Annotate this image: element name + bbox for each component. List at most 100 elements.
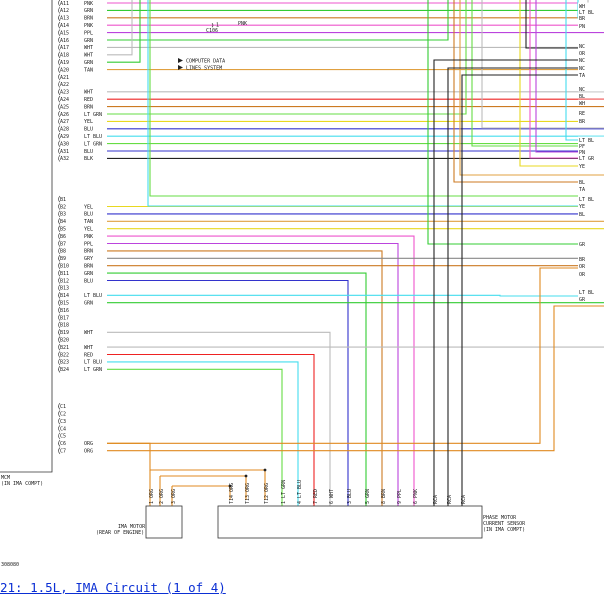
inline-connector — [211, 22, 214, 28]
right-wire-label: YE — [579, 164, 585, 170]
right-wire-label: PN — [579, 150, 585, 156]
wire-color-label: GRN — [84, 271, 93, 277]
right-wire-label: BL — [579, 180, 585, 186]
pin-label-a32: A32 — [60, 156, 69, 162]
pin-label-b23: B23 — [60, 360, 69, 366]
connector-bracket — [58, 232, 61, 240]
sensor-pin-label: 8 BRN — [381, 489, 387, 504]
connector-bracket — [58, 6, 61, 14]
pin-label-b3: B3 — [60, 212, 66, 218]
wire-b11 — [107, 272, 367, 508]
connector-bracket — [58, 240, 61, 247]
right-label-bg — [578, 270, 604, 277]
connector-bracket — [58, 358, 61, 366]
mcm-name: MCM — [1, 475, 10, 481]
wire-rca-1 — [433, 59, 604, 508]
right-label-bg — [578, 71, 604, 78]
wire-color-label: BLU — [84, 149, 93, 155]
pin-label-b14: B14 — [60, 293, 69, 299]
wire-color-label: RED — [84, 352, 93, 358]
wire-wht-right — [481, 0, 604, 129]
wire-color-label: PNK — [84, 1, 93, 7]
pin-label-a23: A23 — [60, 90, 69, 96]
right-label-bg — [578, 136, 604, 143]
wire-color-label: BRN — [84, 16, 93, 22]
wire-color-label: YEL — [84, 204, 93, 210]
wire-color-label: WHT — [84, 345, 93, 351]
pin-label-b9: B9 — [60, 256, 66, 262]
wire-color-label: BLU — [84, 127, 93, 133]
wire-color-label: GRY — [84, 256, 93, 262]
right-wire-label: LT BL — [579, 138, 594, 144]
connector-bracket — [58, 291, 61, 299]
ima-motor-box — [145, 505, 183, 539]
wire-color-label: TAN — [84, 67, 93, 73]
sensor-pin-label: 3 BLU — [347, 489, 353, 504]
wire-color-label: LT BLU — [84, 360, 102, 366]
right-label-bg — [578, 195, 604, 202]
pin-label-b8: B8 — [60, 249, 66, 255]
splice-pin: 1 — [216, 23, 219, 29]
right-label-bg — [578, 185, 604, 192]
connector-bracket — [58, 269, 61, 277]
pin-label-c1: C1 — [60, 404, 66, 410]
sensor-pin-label: RCA — [433, 495, 439, 504]
connector-bracket — [58, 410, 61, 418]
wire-b22 — [107, 353, 315, 508]
connector-bracket — [58, 110, 61, 118]
right-label-bg — [578, 240, 604, 247]
wire-color-label: GRN — [84, 38, 93, 44]
sensor-pin-label: 5 GRN — [365, 489, 371, 504]
pin-label-b4: B4 — [60, 219, 66, 225]
right-label-bg — [578, 202, 604, 209]
pin-label-a31: A31 — [60, 149, 69, 155]
connector-bracket — [58, 365, 61, 373]
pin-label-b5: B5 — [60, 227, 66, 233]
wire-b6 — [107, 235, 415, 508]
pin-label-b22: B22 — [60, 352, 69, 358]
right-label-bg — [578, 14, 604, 21]
connector-bracket — [58, 73, 61, 81]
wire-color-label: LT GRN — [84, 112, 102, 118]
right-label-bg — [578, 210, 604, 217]
pin-label-a19: A19 — [60, 60, 69, 66]
pin-label-c2: C2 — [60, 412, 66, 418]
wire-color-label: PNK — [84, 23, 93, 29]
connector-bracket — [58, 225, 61, 233]
pin-label-a28: A28 — [60, 127, 69, 133]
right-wire-label: WH — [579, 4, 585, 10]
connector-bracket — [58, 254, 61, 262]
wire-color-label: GRN — [84, 60, 93, 66]
connector-bracket — [58, 195, 61, 203]
pin-label-b17: B17 — [60, 315, 69, 321]
note-line2: LINES SYSTEM — [186, 66, 222, 72]
right-label-bg — [578, 99, 604, 106]
mcm-location: (IN IMA COMPT) — [1, 481, 43, 487]
right-label-bg — [578, 8, 604, 15]
wire-color-label: PPL — [84, 241, 93, 247]
pin-label-b6: B6 — [60, 234, 66, 240]
right-label-bg — [578, 92, 604, 99]
sensor-location: (IN IMA COMPT) — [483, 527, 525, 533]
diagram-caption-link[interactable]: 21: 1.5L, IMA Circuit (1 of 4) — [0, 580, 226, 595]
pin-label-a12: A12 — [60, 8, 69, 14]
right-wire-label: OR — [579, 51, 586, 57]
pin-label-a13: A13 — [60, 16, 69, 22]
wire-tan-vertical — [459, 0, 604, 176]
sensor-tpin-label: T14 ORG — [229, 483, 235, 504]
right-label-bg — [578, 162, 604, 169]
connector-bracket — [58, 51, 61, 59]
right-wire-label: BR — [579, 257, 586, 263]
connector-bracket — [58, 351, 61, 358]
right-label-bg — [578, 262, 604, 269]
sensor-pin-label: 6 WHT — [329, 489, 335, 504]
connector-bracket — [58, 88, 61, 96]
wire-brn-vertical — [453, 0, 604, 183]
right-wire-label: OR — [579, 272, 586, 278]
mcm-box-border — [0, 0, 53, 473]
connector-bracket — [58, 147, 61, 155]
right-label-bg — [578, 255, 604, 262]
wire-rca-3 — [461, 74, 604, 508]
wire-color-label: ORG — [84, 441, 93, 447]
connector-bracket — [58, 140, 61, 148]
